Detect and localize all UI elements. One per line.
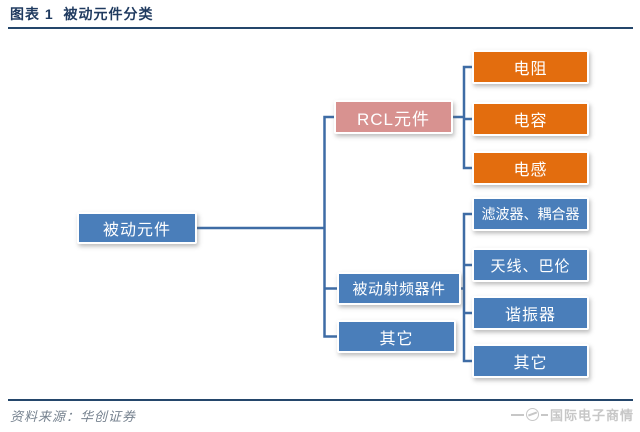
node-resonator: 谐振器 [472, 296, 589, 330]
node-rcl-components: RCL元件 [334, 100, 453, 134]
node-other-rf: 其它 [472, 344, 589, 378]
watermark-label: 国际电子商情 [549, 408, 634, 423]
node-resistor: 电阻 [472, 50, 589, 84]
footer-divider [8, 399, 633, 401]
node-passive-components: 被动元件 [77, 212, 197, 244]
globe-icon [525, 408, 539, 421]
watermark: 国际电子商情 [509, 405, 634, 424]
node-antenna-balun: 天线、巴伦 [472, 248, 589, 282]
node-passive-rf-devices: 被动射频器件 [337, 272, 461, 305]
node-other: 其它 [337, 320, 456, 353]
watermark-dash [510, 413, 524, 416]
node-capacitor: 电容 [472, 102, 589, 136]
figure-title: 图表 1 被动元件分类 [10, 6, 154, 22]
source-note: 资料来源：华创证券 [10, 409, 137, 424]
header-divider [8, 27, 633, 29]
watermark-dash [540, 413, 548, 416]
node-filter-coupler: 滤波器、耦合器 [472, 197, 589, 231]
node-inductor: 电感 [472, 151, 589, 185]
